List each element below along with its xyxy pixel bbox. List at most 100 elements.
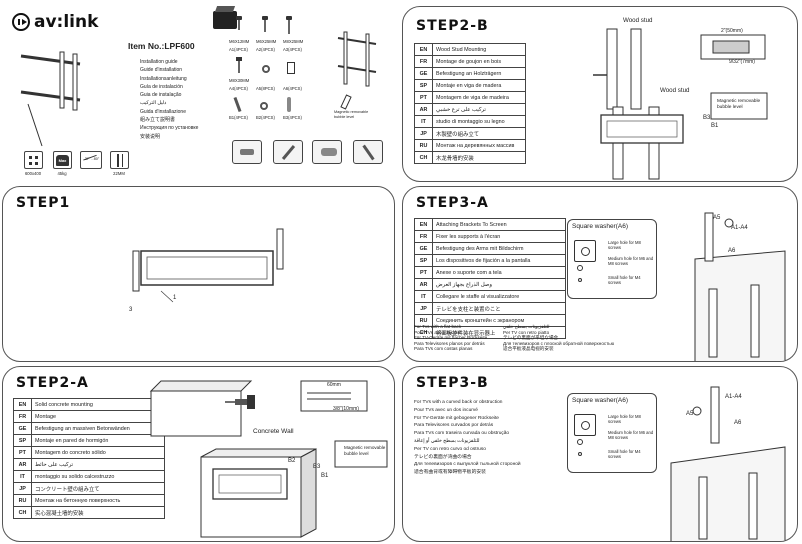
washer-box: Square washer(A6) Large hole for M8 scre…	[567, 219, 657, 299]
callout-a1-a4: A1-A4	[725, 394, 742, 400]
spec-weight-badge: Max	[58, 158, 67, 163]
part-size: M6X12MM	[229, 39, 250, 44]
part-size: M8X25MM	[283, 39, 304, 44]
concrete-wall-label: Concrete Wall	[253, 428, 294, 435]
logo-icon	[12, 13, 30, 31]
part-size: M6X25MM	[256, 39, 277, 44]
step3b-panel: STEP3-B For TVs with a curved back or ob…	[402, 366, 798, 542]
anchor-icon	[287, 97, 291, 112]
hole-icon	[577, 265, 583, 271]
hammer-drill-icon	[321, 148, 337, 156]
callout-a6: A6	[734, 420, 742, 426]
cover-panel: av:link 600x400 Max 45kg 37" - 80" 22MM …	[0, 0, 398, 182]
part-code: A3(4PCS)	[283, 47, 302, 52]
part-code: A6(4PCS)	[283, 86, 302, 91]
part-code: B3(4PCS)	[283, 115, 302, 120]
level-label: Magnetic removable bubble level	[717, 99, 761, 110]
washer-note: Large hole for M8 screws	[608, 240, 641, 250]
guide-item: دليل التركيب	[140, 100, 167, 107]
flat-notes-left: For Tvs with a flat back Pour TVs avec d…	[414, 324, 488, 352]
spec-vesa	[24, 151, 43, 169]
concrete-wall-drawing	[149, 380, 388, 538]
washer-title: Square washer(A6)	[572, 223, 628, 230]
spec-weight: Max	[53, 151, 72, 169]
washer-note: Small hole for M4 screws	[608, 275, 641, 285]
callout-b3: B3	[703, 115, 711, 121]
part-code: B1(4PCS)	[229, 115, 248, 120]
washer-drawing	[574, 240, 596, 262]
wood-stud-drawing	[593, 28, 768, 180]
level-label: Magnetic removable bubble level	[344, 445, 386, 456]
item-number: Item No.:LPF600	[128, 41, 195, 51]
step-title: STEP3-A	[416, 195, 489, 211]
brand-logo: av:link	[12, 10, 104, 34]
spec-depth-label: 22MM	[113, 171, 125, 176]
bracket-illustration	[20, 51, 81, 147]
callout-b2: B2	[288, 458, 296, 464]
callout-3: 3	[129, 307, 133, 313]
part-code: B2(4PCS)	[256, 115, 275, 120]
callout-a5: A5	[686, 411, 694, 417]
wall-plate-illustration	[337, 31, 377, 87]
drill-depth-label: 60mm	[327, 382, 341, 388]
spec-weight-value: 45kg	[57, 171, 67, 176]
hole-icon	[577, 439, 583, 445]
callout-a6: A6	[728, 248, 736, 254]
washer-drawing	[574, 414, 596, 436]
spacer-icon	[262, 65, 270, 73]
part-code: A5(8PCS)	[256, 86, 275, 91]
hole-icon	[578, 278, 582, 282]
depth-icon	[117, 154, 123, 167]
washer-icon	[260, 102, 268, 110]
step-title: STEP1	[16, 195, 71, 211]
washer-title: Square washer(A6)	[572, 397, 628, 404]
callout-b1: B1	[321, 473, 329, 479]
bubble-level-note: Magnetic removable bubble level	[334, 110, 369, 119]
tool-drill	[232, 140, 262, 164]
brand-name: av:link	[34, 12, 99, 32]
tv-bracket-drawing	[694, 212, 786, 361]
washer-note: Medium hole for M6 and M8 screws	[608, 256, 654, 266]
part-code: A1(4PCS)	[229, 47, 248, 52]
screw-icon	[236, 16, 242, 20]
drill-icon	[240, 149, 254, 155]
guide-item: Guia de instalação	[140, 92, 182, 99]
lag-bolt-icon	[233, 96, 242, 113]
guide-item: Installation guide	[140, 59, 178, 65]
part-size: M8X30MM	[229, 78, 250, 83]
guide-item: Guide d'installation	[140, 67, 183, 74]
washer-icon	[287, 62, 295, 74]
flat-notes-right: للتلفزيونات بسطح خلفي Per TV con retro p…	[503, 324, 615, 352]
callout-a1-a4: A1-A4	[731, 225, 748, 231]
guide-item: Инструкция по установке	[140, 125, 199, 132]
callout-a5: A5	[713, 215, 721, 221]
wood-stud-label-top: Wood stud	[623, 17, 653, 24]
spec-vesa-label: 600x400	[24, 171, 42, 176]
bolt-dimension: 9/32"(7mm)	[729, 59, 755, 65]
screw-icon	[236, 57, 242, 61]
guide-item: 組み立て説明書	[140, 117, 176, 124]
curved-notes: For TVs with a curved back or obstructio…	[414, 400, 521, 476]
guide-list: Installation guide Guide d'installation …	[140, 58, 198, 141]
